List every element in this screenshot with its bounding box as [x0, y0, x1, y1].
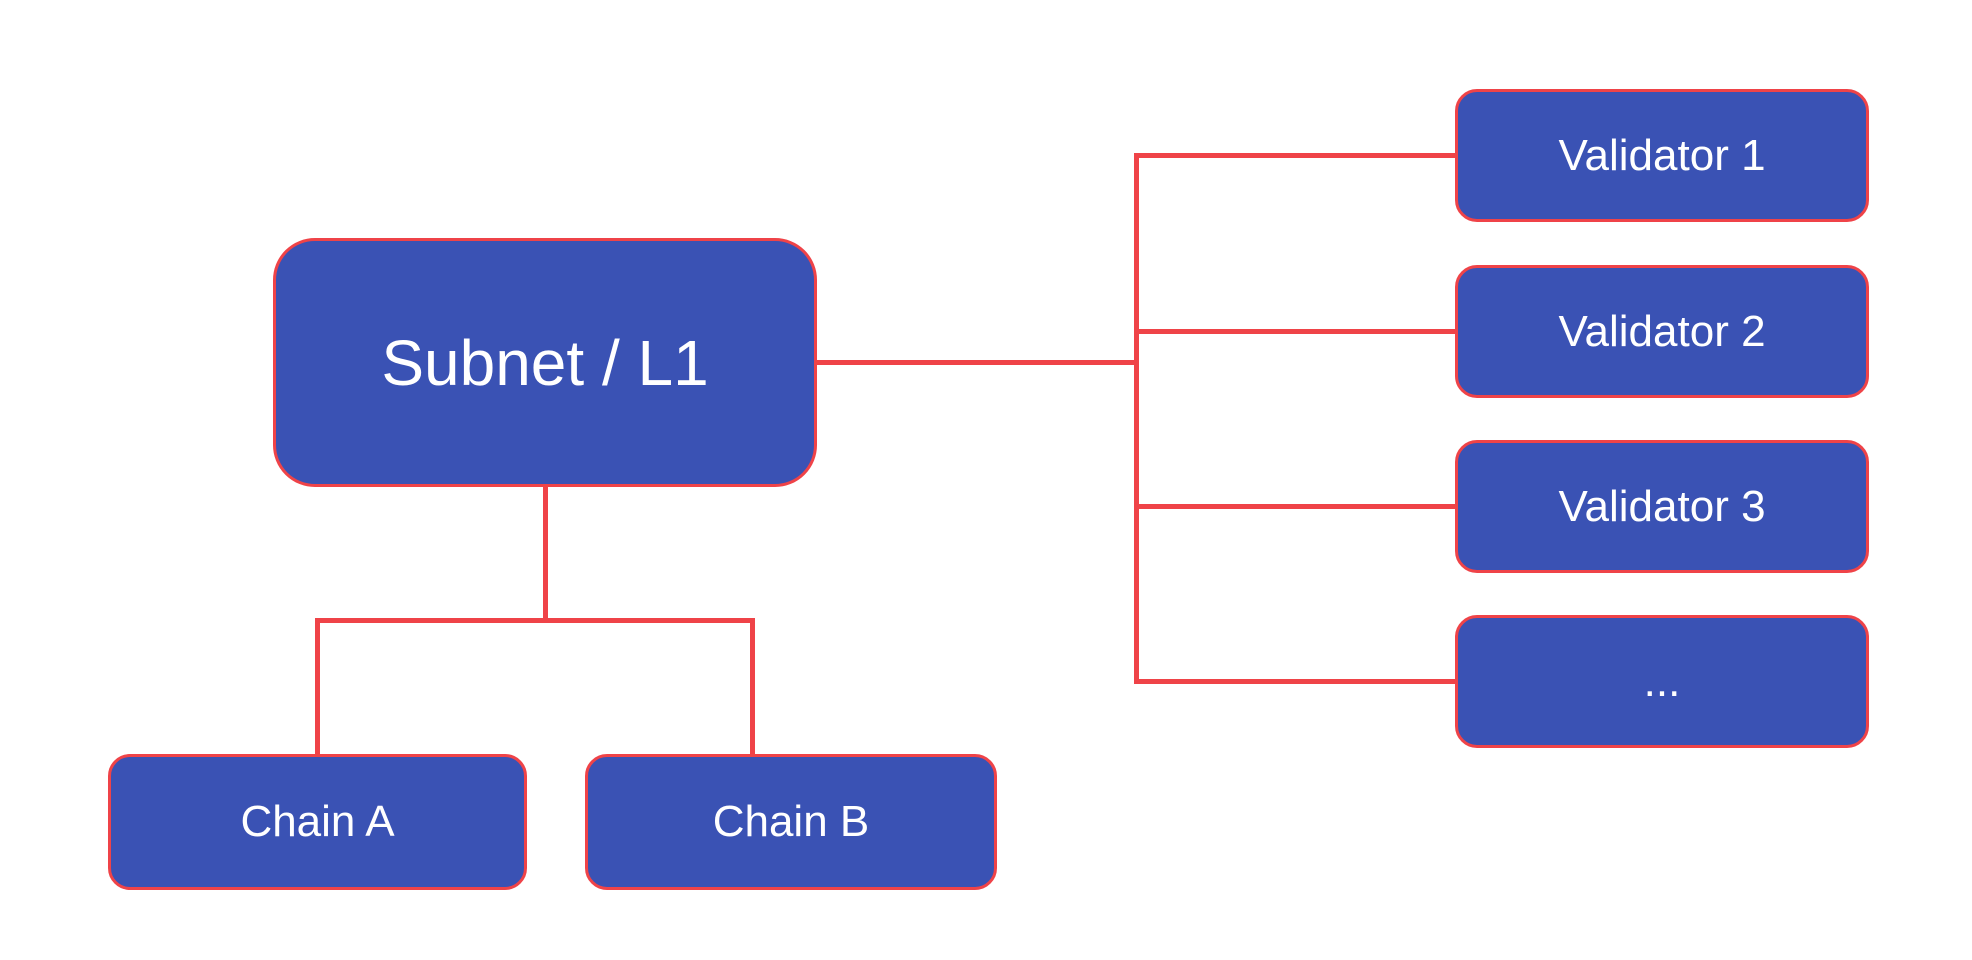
connector-drop-chain-a — [315, 618, 320, 755]
connector-branch-validator-3 — [1134, 504, 1455, 509]
node-chain-a: Chain A — [108, 754, 527, 890]
node-validator-1: Validator 1 — [1455, 89, 1869, 222]
node-subnet-l1: Subnet / L1 — [273, 238, 817, 487]
connector-subnet-to-validator-bus — [817, 360, 1137, 365]
node-validator-more: ... — [1455, 615, 1869, 748]
connector-chains-crossbar — [315, 618, 755, 623]
connector-subnet-stem — [543, 487, 548, 620]
node-validator-3: Validator 3 — [1455, 440, 1869, 573]
connector-branch-validator-1 — [1134, 153, 1455, 158]
connector-branch-validator-more — [1134, 679, 1455, 684]
node-chain-b: Chain B — [585, 754, 997, 890]
connector-validator-bus — [1134, 153, 1139, 684]
node-validator-2: Validator 2 — [1455, 265, 1869, 398]
connector-drop-chain-b — [750, 618, 755, 755]
connector-branch-validator-2 — [1134, 329, 1455, 334]
